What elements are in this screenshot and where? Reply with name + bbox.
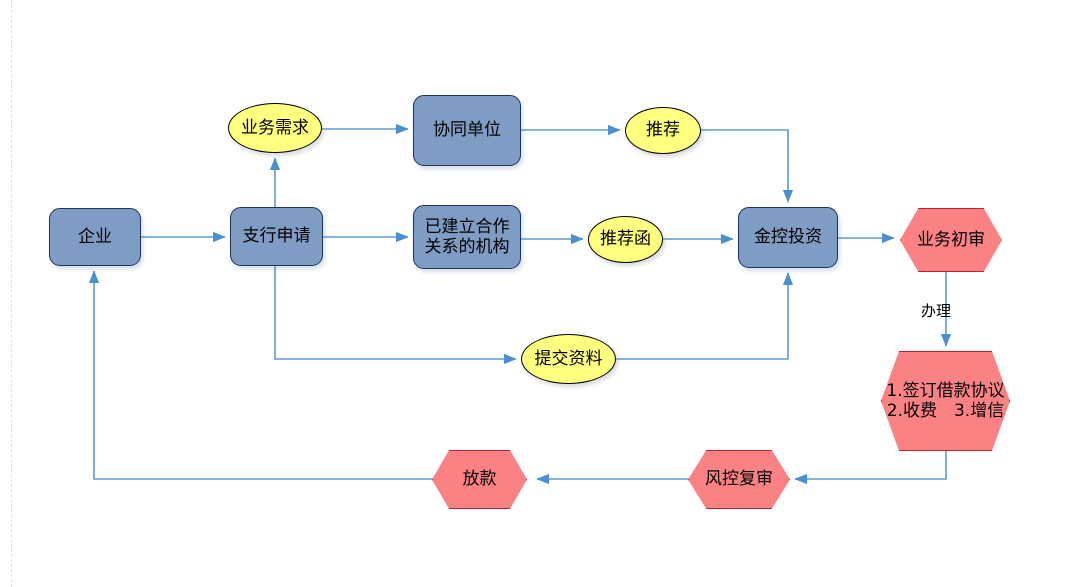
edge-label-handle: 办理	[921, 302, 952, 320]
node-recommend[interactable]: 推荐	[625, 107, 701, 154]
node-disbursement-label: 放款	[462, 469, 497, 490]
node-existing-partner-label: 已建立合作 关系的机构	[424, 216, 510, 257]
node-disbursement[interactable]: 放款	[432, 450, 527, 509]
node-loan-agreement-label: 1.签订借款协议 2.收费 3.增信	[886, 380, 1005, 421]
node-enterprise-label: 企业	[78, 226, 112, 247]
edge-submit-material-to-jinkong-invest	[616, 272, 794, 360]
node-submit-material[interactable]: 提交资料	[521, 334, 616, 384]
node-risk-recheck-label: 风控复审	[705, 469, 773, 490]
node-partner-unit-label: 协同单位	[433, 120, 501, 141]
page-margin-guide	[11, 0, 12, 587]
node-jinkong-invest[interactable]: 金控投资	[738, 207, 838, 268]
edge-loan-agreement-to-risk-recheck	[794, 451, 947, 485]
node-existing-partner[interactable]: 已建立合作 关系的机构	[413, 205, 521, 269]
node-business-demand-label: 业务需求	[241, 117, 309, 138]
node-business-demand[interactable]: 业务需求	[228, 103, 322, 153]
node-branch-apply[interactable]: 支行申请	[230, 207, 323, 266]
node-jinkong-invest-label: 金控投资	[754, 227, 822, 248]
node-submit-material-label: 提交资料	[534, 348, 603, 369]
node-partner-unit[interactable]: 协同单位	[413, 95, 521, 166]
node-branch-apply-label: 支行申请	[242, 226, 311, 247]
edge-disbursement-to-enterprise	[88, 270, 432, 480]
node-recommend-letter-label: 推荐函	[600, 229, 651, 250]
node-enterprise[interactable]: 企业	[49, 208, 141, 266]
node-first-review-label: 业务初审	[917, 229, 985, 250]
node-risk-recheck[interactable]: 风控复审	[688, 450, 790, 509]
node-recommend-letter[interactable]: 推荐函	[588, 216, 663, 263]
edge-branch-apply-to-submit-material	[274, 266, 517, 365]
edge-recommend-to-jinkong-invest	[701, 129, 794, 203]
node-loan-agreement[interactable]: 1.签订借款协议 2.收费 3.增信	[881, 351, 1010, 451]
node-first-review[interactable]: 业务初审	[900, 208, 1002, 272]
node-recommend-label: 推荐	[646, 120, 680, 141]
